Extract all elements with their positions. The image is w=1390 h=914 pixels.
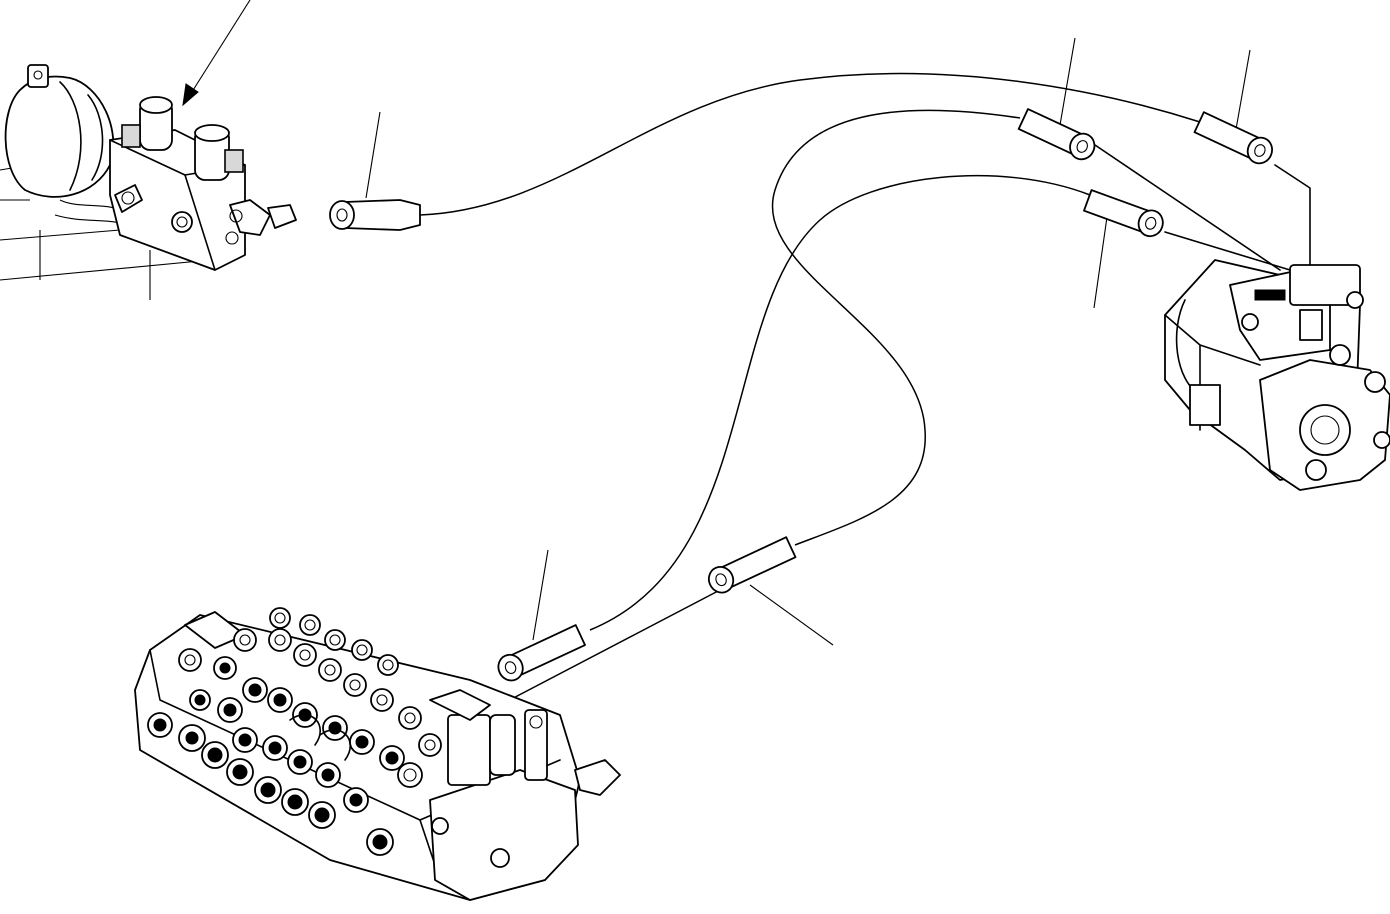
arrowhead-icon — [182, 83, 199, 107]
spool-section-icon — [343, 654, 399, 856]
hose-valve-to-pump — [589, 174, 1091, 631]
leader-pump-fitting-c — [1093, 209, 1109, 309]
hose-brake-to-pump — [419, 72, 1201, 216]
spool-section-icon — [379, 706, 442, 788]
pump-pipe-3 — [1164, 231, 1291, 271]
hose-fitting-icon — [707, 536, 797, 594]
leader-brake-arrow — [189, 0, 251, 96]
spool-section-icon — [147, 611, 246, 752]
spool-section-icon — [226, 607, 292, 786]
hose-lines — [419, 72, 1311, 706]
hose-fitting-icon — [329, 199, 421, 231]
leader-valve-fitting-a — [532, 549, 549, 641]
hose-fitting-icon — [1193, 111, 1273, 165]
hose-fitting-icon — [1083, 189, 1164, 238]
hose-lower-run — [499, 589, 721, 706]
leader-valve-fitting-b — [749, 584, 834, 646]
solenoid-icon — [447, 714, 491, 786]
hose-fitting-icon — [1017, 108, 1096, 161]
hose-fitting-icon — [497, 624, 586, 682]
port-fitting-icon — [225, 199, 297, 245]
spool-section-icon — [254, 614, 321, 804]
hose-pump-upper — [771, 109, 1021, 546]
port-fitting-icon — [171, 211, 193, 233]
leader-lines — [182, 0, 1251, 646]
hose-fittings — [329, 108, 1273, 682]
leader-pump-fitting-a — [1059, 37, 1076, 126]
spool-section-icon — [308, 639, 373, 829]
spool-section-icon — [201, 628, 257, 769]
hydraulic-pump — [1164, 259, 1390, 491]
port-fitting-icon — [114, 184, 143, 213]
leader-brake-fitting — [365, 111, 381, 199]
spool-section-icon — [281, 629, 346, 816]
leader-pump-fitting-b — [1234, 49, 1251, 136]
pump-pipe-2 — [1094, 144, 1281, 271]
control-valve-bank — [134, 607, 621, 901]
brake-valve-assembly — [0, 64, 297, 300]
brake-chamber — [4, 75, 115, 198]
